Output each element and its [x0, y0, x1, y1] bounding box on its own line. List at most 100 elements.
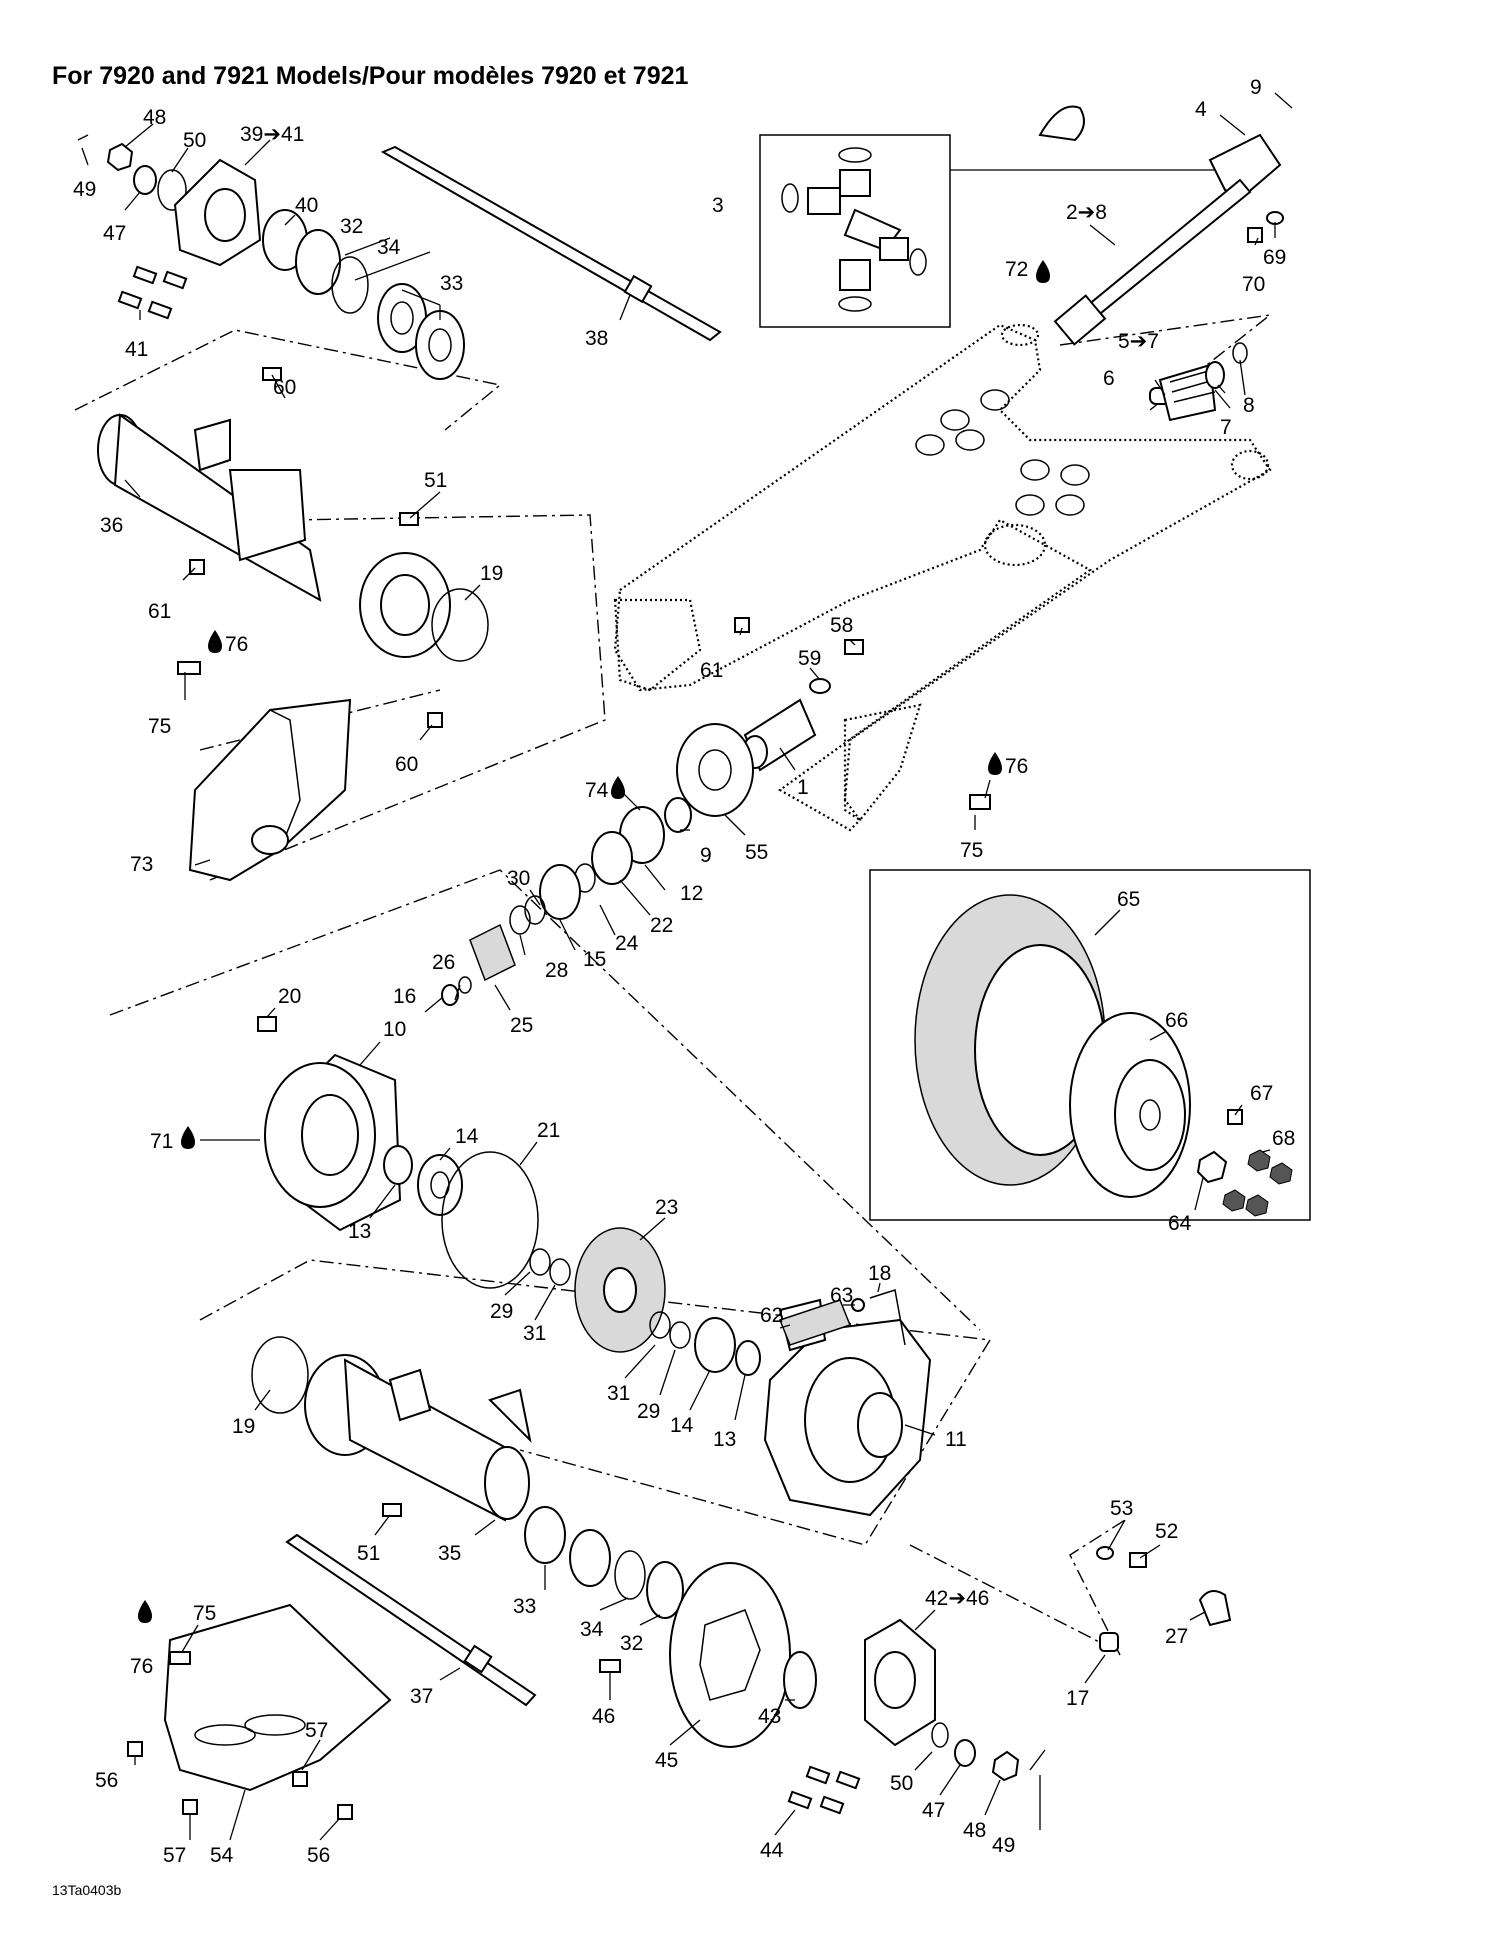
plug — [1099, 1632, 1119, 1652]
bearing-cap — [879, 237, 909, 261]
callout: 36 — [100, 514, 123, 537]
screw — [427, 712, 443, 728]
nut — [189, 559, 205, 575]
skid-plate-slot — [244, 1714, 306, 1736]
screw — [337, 1804, 353, 1820]
housing-tube — [343, 1358, 512, 1522]
axle-bearing-group-outline — [74, 329, 502, 431]
callout: 18 — [868, 1262, 891, 1285]
callout: 60 — [273, 376, 296, 399]
callout: 12 — [680, 882, 703, 905]
callout: 76 — [225, 633, 248, 656]
seal — [931, 1722, 949, 1748]
callout: 43 — [758, 1705, 781, 1728]
callout: 47 — [103, 222, 126, 245]
callout: 33 — [513, 1595, 536, 1618]
bolt — [177, 661, 201, 675]
callout: 51 — [357, 1542, 380, 1565]
callout: 16 — [393, 985, 416, 1008]
shaft-end-fitting — [1053, 294, 1107, 346]
propeller-shaft-group — [1038, 105, 1284, 422]
o-ring — [431, 588, 489, 662]
callout: 55 — [745, 841, 768, 864]
callout: 67 — [1250, 1082, 1273, 1105]
callout: 45 — [655, 1749, 678, 1772]
callout: 27 — [1165, 1625, 1188, 1648]
nut — [182, 1799, 198, 1815]
housing-bracket — [388, 1368, 432, 1422]
callout: 75 — [960, 839, 983, 862]
rear-bracket — [177, 661, 991, 882]
cover-bore — [301, 1094, 359, 1176]
axle-spline-collar — [623, 274, 653, 304]
callout: 19 — [232, 1415, 255, 1438]
oil-drop-icon — [611, 776, 625, 799]
callout: 21 — [537, 1119, 560, 1142]
ball-bearing-bore — [428, 328, 452, 362]
castle-nut — [991, 1750, 1020, 1782]
pinion-gear — [469, 923, 516, 982]
seal — [157, 169, 187, 211]
callout: 17 — [1066, 1687, 1089, 1710]
leader-lines — [81, 92, 1293, 1841]
callout: 6 — [1103, 367, 1115, 390]
callout: 54 — [210, 1844, 234, 1867]
callout: 52 — [1155, 1520, 1178, 1543]
lightening-hole — [1015, 494, 1045, 516]
callout: 38 — [585, 327, 608, 350]
needle-bearing-cup — [807, 187, 841, 215]
shim — [509, 905, 531, 935]
callout: 3 — [712, 194, 724, 217]
right-bracket — [843, 703, 922, 822]
callout: 46 — [592, 1705, 615, 1728]
callout: 9 — [700, 844, 712, 867]
lightening-hole — [940, 409, 970, 431]
rim-center — [1139, 1099, 1161, 1131]
differential-group-outline — [109, 869, 981, 1331]
seal — [383, 1145, 413, 1185]
callout: 14 — [455, 1125, 479, 1148]
oil-drop-icon — [988, 752, 1002, 775]
cotter-pin — [77, 134, 89, 141]
callout: 64 — [1168, 1212, 1192, 1235]
callout: 51 — [424, 469, 447, 492]
oil-drop-icon — [138, 1600, 152, 1623]
bolt — [382, 1503, 402, 1517]
o-ring — [441, 1151, 539, 1289]
spacer — [664, 797, 692, 833]
bushing — [441, 984, 459, 1006]
skid-plate-group — [127, 1603, 392, 1820]
callout: 74 — [585, 779, 609, 802]
callout: 50 — [183, 129, 206, 152]
skid-plate — [163, 1603, 392, 1792]
callout: 14 — [670, 1414, 694, 1437]
bracket-eye — [251, 825, 289, 855]
callout: 76 — [1005, 755, 1028, 778]
dust-shield — [676, 723, 754, 817]
oil-drop-icon — [181, 1126, 195, 1149]
callout: 32 — [340, 215, 363, 238]
pivot-boss — [1000, 323, 1040, 347]
axle-upper — [380, 145, 722, 342]
callout: 50 — [890, 1772, 913, 1795]
cross-tube — [983, 523, 1047, 567]
callout: 56 — [95, 1769, 118, 1792]
wheel-stud — [805, 1765, 831, 1785]
lug-nut — [1269, 1162, 1293, 1185]
callout: 48 — [963, 1819, 986, 1842]
wheel-stud — [787, 1790, 813, 1810]
bolt — [169, 1651, 191, 1665]
figure-id: 13Ta0403b — [52, 1882, 122, 1898]
u-joint-kit-box — [759, 134, 951, 328]
snap-ring — [331, 256, 369, 314]
o-ring — [458, 976, 472, 994]
skid-plate-slot — [194, 1724, 256, 1746]
bracket-rib — [269, 709, 301, 851]
wheel-stud — [819, 1795, 845, 1815]
callout: 29 — [637, 1400, 660, 1423]
differential-cover-group — [257, 1016, 761, 1376]
gear-case-bore — [857, 1392, 903, 1458]
wheel-stud — [132, 265, 158, 285]
shim — [649, 1311, 671, 1339]
